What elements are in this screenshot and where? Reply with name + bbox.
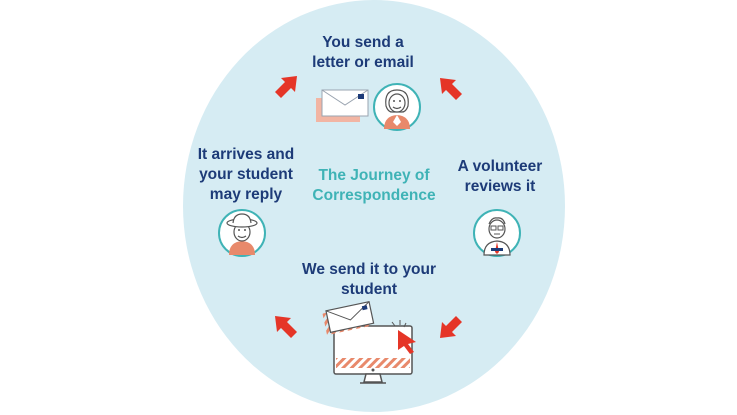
volunteer-avatar-icon bbox=[473, 209, 521, 257]
step-label-review: A volunteer reviews it bbox=[457, 158, 543, 195]
arrow-top-right-icon bbox=[440, 78, 462, 100]
step-label-reply: It arrives and your student may reply bbox=[197, 146, 295, 203]
arrow-bottom-left-icon bbox=[275, 316, 297, 338]
step-label-deliver: We send it to your student bbox=[301, 261, 437, 298]
arrow-bottom-right-icon bbox=[440, 316, 462, 338]
arrow-top-left-icon bbox=[275, 76, 297, 98]
woman-avatar-icon bbox=[373, 83, 421, 131]
computer-monitor-icon bbox=[322, 300, 416, 384]
student-avatar-icon bbox=[218, 209, 266, 257]
step-label-send: You send a letter or email bbox=[312, 34, 414, 71]
envelope-icon bbox=[316, 89, 369, 122]
center-title: The Journey of Correspondence bbox=[312, 167, 436, 204]
